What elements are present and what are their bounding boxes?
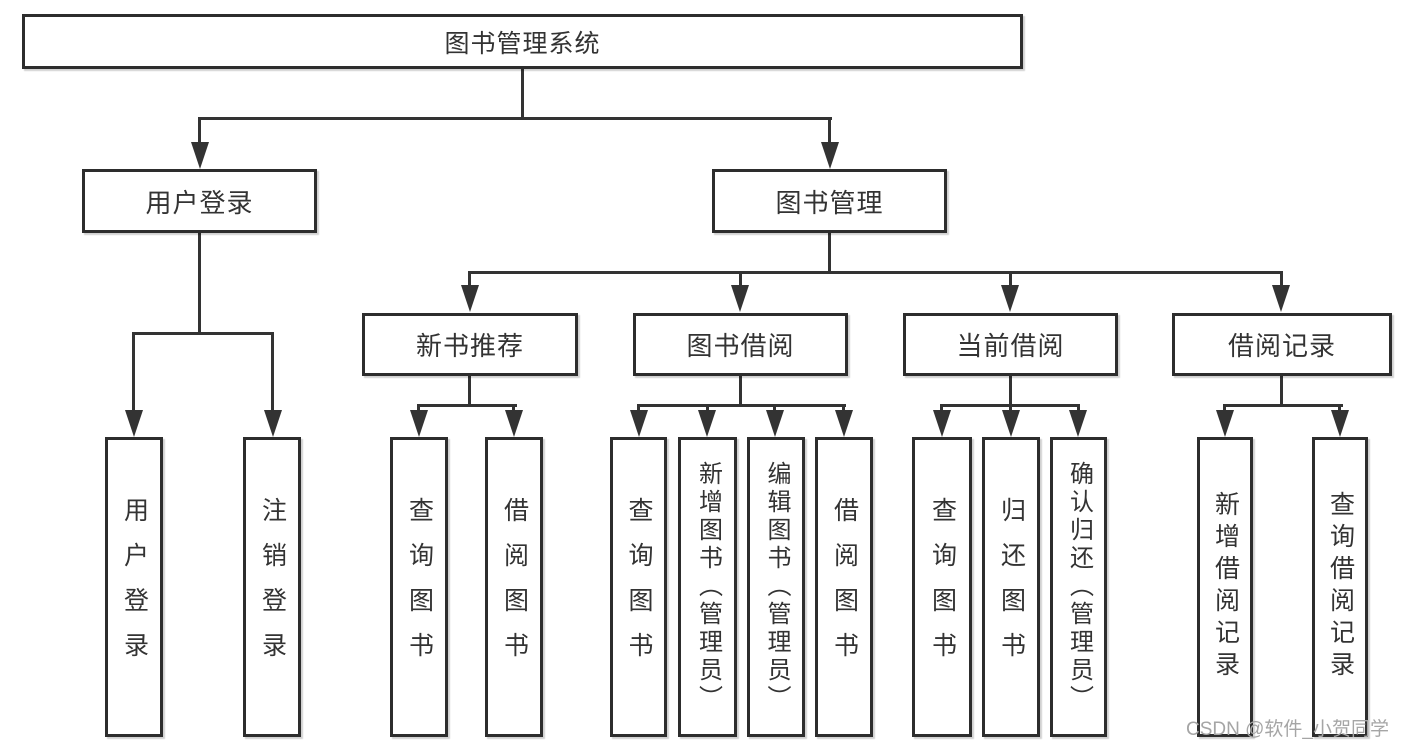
connector-line [1280, 271, 1283, 287]
node-label: 图书管理系统 [444, 29, 601, 58]
node-new-book-recommend: 新书推荐 [362, 313, 578, 376]
connector-line [1338, 404, 1341, 413]
connector-line [773, 404, 776, 413]
node-return-books: 归还图书 [982, 437, 1040, 737]
node-label: 当前借阅 [956, 331, 1065, 361]
connector-line [637, 404, 640, 413]
node-user-login-module: 用户登录 [82, 169, 317, 233]
arrow-down-icon [505, 410, 523, 437]
node-label: 借阅图书 [830, 497, 859, 677]
node-label: 查询借阅记录 [1326, 491, 1355, 683]
arrow-down-icon [191, 142, 209, 169]
arrow-down-icon [410, 410, 428, 437]
node-book-borrowing: 图书借阅 [633, 313, 848, 376]
connector-line [940, 404, 943, 413]
node-confirm-return-admin: 确认归还（管理员） [1050, 437, 1107, 737]
arrow-down-icon [1069, 410, 1087, 437]
arrow-down-icon [264, 410, 282, 437]
node-label: 借阅记录 [1227, 331, 1336, 361]
arrow-down-icon [1272, 285, 1290, 312]
arrow-down-icon [461, 285, 479, 312]
node-label: 注销登录 [258, 497, 287, 677]
node-logout: 注销登录 [243, 437, 301, 737]
connector-line [739, 374, 742, 406]
arrow-down-icon [731, 285, 749, 312]
node-user-login: 用户登录 [105, 437, 163, 737]
arrow-down-icon [630, 410, 648, 437]
node-label: 查询图书 [405, 497, 434, 677]
node-label: 用户登录 [145, 187, 254, 218]
node-label: 归还图书 [997, 497, 1026, 677]
connector-line [198, 117, 832, 120]
connector-line [512, 404, 515, 413]
connector-line [271, 332, 274, 412]
node-current-borrowing: 当前借阅 [903, 313, 1118, 376]
arrow-down-icon [835, 410, 853, 437]
arrow-down-icon [821, 142, 839, 169]
connector-line [739, 271, 742, 287]
arrow-down-icon [698, 410, 716, 437]
connector-line [417, 404, 420, 413]
connector-line [468, 374, 471, 406]
node-label: 查询图书 [625, 497, 653, 677]
connector-line [198, 231, 201, 334]
connector-line [198, 117, 201, 144]
node-query-books-borrowing: 查询图书 [610, 437, 667, 737]
node-query-borrow-record: 查询借阅记录 [1312, 437, 1368, 737]
connector-line [132, 332, 135, 412]
connector-line [1280, 374, 1283, 406]
arrow-down-icon [1001, 285, 1019, 312]
node-add-borrow-record: 新增借阅记录 [1197, 437, 1253, 737]
csdn-watermark: CSDN @软件_小贺同学 [1186, 719, 1389, 740]
arrow-down-icon [1216, 410, 1234, 437]
node-label: 编辑图书（管理员） [763, 461, 790, 713]
connector-line [1223, 404, 1226, 413]
node-label: 查询图书 [928, 497, 957, 677]
node-label: 新书推荐 [415, 331, 524, 361]
node-book-management-module: 图书管理 [712, 169, 947, 233]
connector-line [842, 404, 845, 413]
node-query-books-recommend: 查询图书 [390, 437, 448, 737]
arrow-down-icon [1331, 410, 1349, 437]
connector-line [521, 67, 524, 119]
connector-line [637, 404, 846, 407]
node-add-book-admin: 新增图书（管理员） [678, 437, 737, 737]
connector-line [132, 332, 274, 335]
connector-line [468, 271, 471, 287]
connector-line [1223, 404, 1343, 407]
connector-line [1077, 404, 1080, 413]
arrow-down-icon [125, 410, 143, 437]
node-label: 确认归还（管理员） [1065, 461, 1093, 713]
node-borrowing-records: 借阅记录 [1172, 313, 1392, 376]
node-borrow-books-recommend: 借阅图书 [485, 437, 543, 737]
connector-line [1009, 271, 1012, 287]
connector-line [828, 231, 831, 273]
node-label: 图书借阅 [686, 331, 795, 361]
connector-line [706, 404, 709, 413]
node-system-root: 图书管理系统 [22, 14, 1023, 69]
arrow-down-icon [933, 410, 951, 437]
node-label: 新增借阅记录 [1211, 491, 1240, 683]
connector-line [1009, 404, 1012, 413]
node-query-books-current: 查询图书 [912, 437, 972, 737]
arrow-down-icon [766, 410, 784, 437]
connector-line [1009, 374, 1012, 406]
connector-line [417, 404, 517, 407]
node-label: 用户登录 [120, 497, 149, 677]
connector-line [828, 117, 831, 144]
connector-line [468, 271, 1283, 274]
node-label: 图书管理 [775, 187, 884, 218]
arrow-down-icon [1002, 410, 1020, 437]
node-label: 新增图书（管理员） [694, 461, 722, 713]
node-borrow-books: 借阅图书 [815, 437, 873, 737]
node-edit-book-admin: 编辑图书（管理员） [747, 437, 805, 737]
node-label: 借阅图书 [500, 497, 529, 677]
